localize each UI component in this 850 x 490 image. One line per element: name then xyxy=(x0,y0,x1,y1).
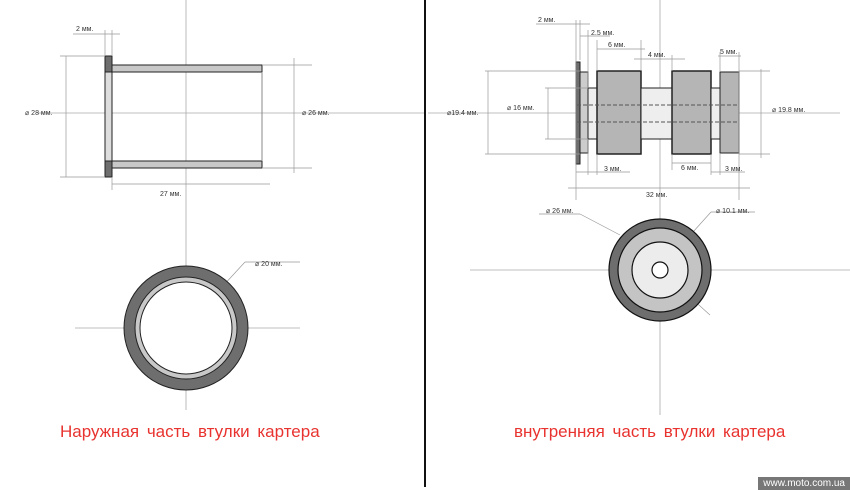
inner-bushing-side-view xyxy=(575,61,740,165)
dim-ring-diameter: ⌀ 20 мм. xyxy=(255,261,283,268)
dim-outer-diameter: ⌀ 26 мм. xyxy=(546,208,574,215)
dim-total-length: 32 мм. xyxy=(646,192,667,199)
dim-inner-diameter: ⌀ 16 мм. xyxy=(507,105,535,112)
dim-seg1: 6 мм. xyxy=(608,42,625,49)
dim-seg-end: 5 мм. xyxy=(720,49,737,56)
dim-length: 27 мм. xyxy=(160,191,181,198)
dim-seg2: 6 мм. xyxy=(681,165,698,172)
dim-neck1: 3 мм. xyxy=(604,166,621,173)
dim-gap: 4 мм. xyxy=(648,52,665,59)
dim-right-diameter: ⌀ 19.8 мм. xyxy=(772,107,805,114)
dim-step1: 2.5 мм. xyxy=(591,30,614,37)
dim-tube-diameter: ⌀ 26 мм. xyxy=(302,110,330,117)
dim-neck3: 3 мм. xyxy=(725,166,742,173)
outer-bushing-end-view xyxy=(123,265,249,391)
inner-part-caption: внутренняя часть втулки картера xyxy=(514,422,786,441)
outer-part-caption: Наружная часть втулки картера xyxy=(60,422,320,441)
left-dimension-lines xyxy=(60,30,312,366)
dim-flange: 2 мм. xyxy=(76,26,93,33)
dim-flange: 2 мм. xyxy=(538,17,555,24)
outer-bushing-side-view xyxy=(104,55,263,178)
dim-outer-diameter: ⌀ 28 мм. xyxy=(25,110,53,117)
right-dimension-lines xyxy=(485,20,770,316)
watermark: www.moto.com.ua xyxy=(758,477,850,490)
dim-hole-diameter: ⌀ 10.1 мм. xyxy=(716,208,749,215)
dim-left-diameter: ⌀19.4 мм. xyxy=(447,110,478,117)
inner-bushing-end-view xyxy=(608,218,712,322)
